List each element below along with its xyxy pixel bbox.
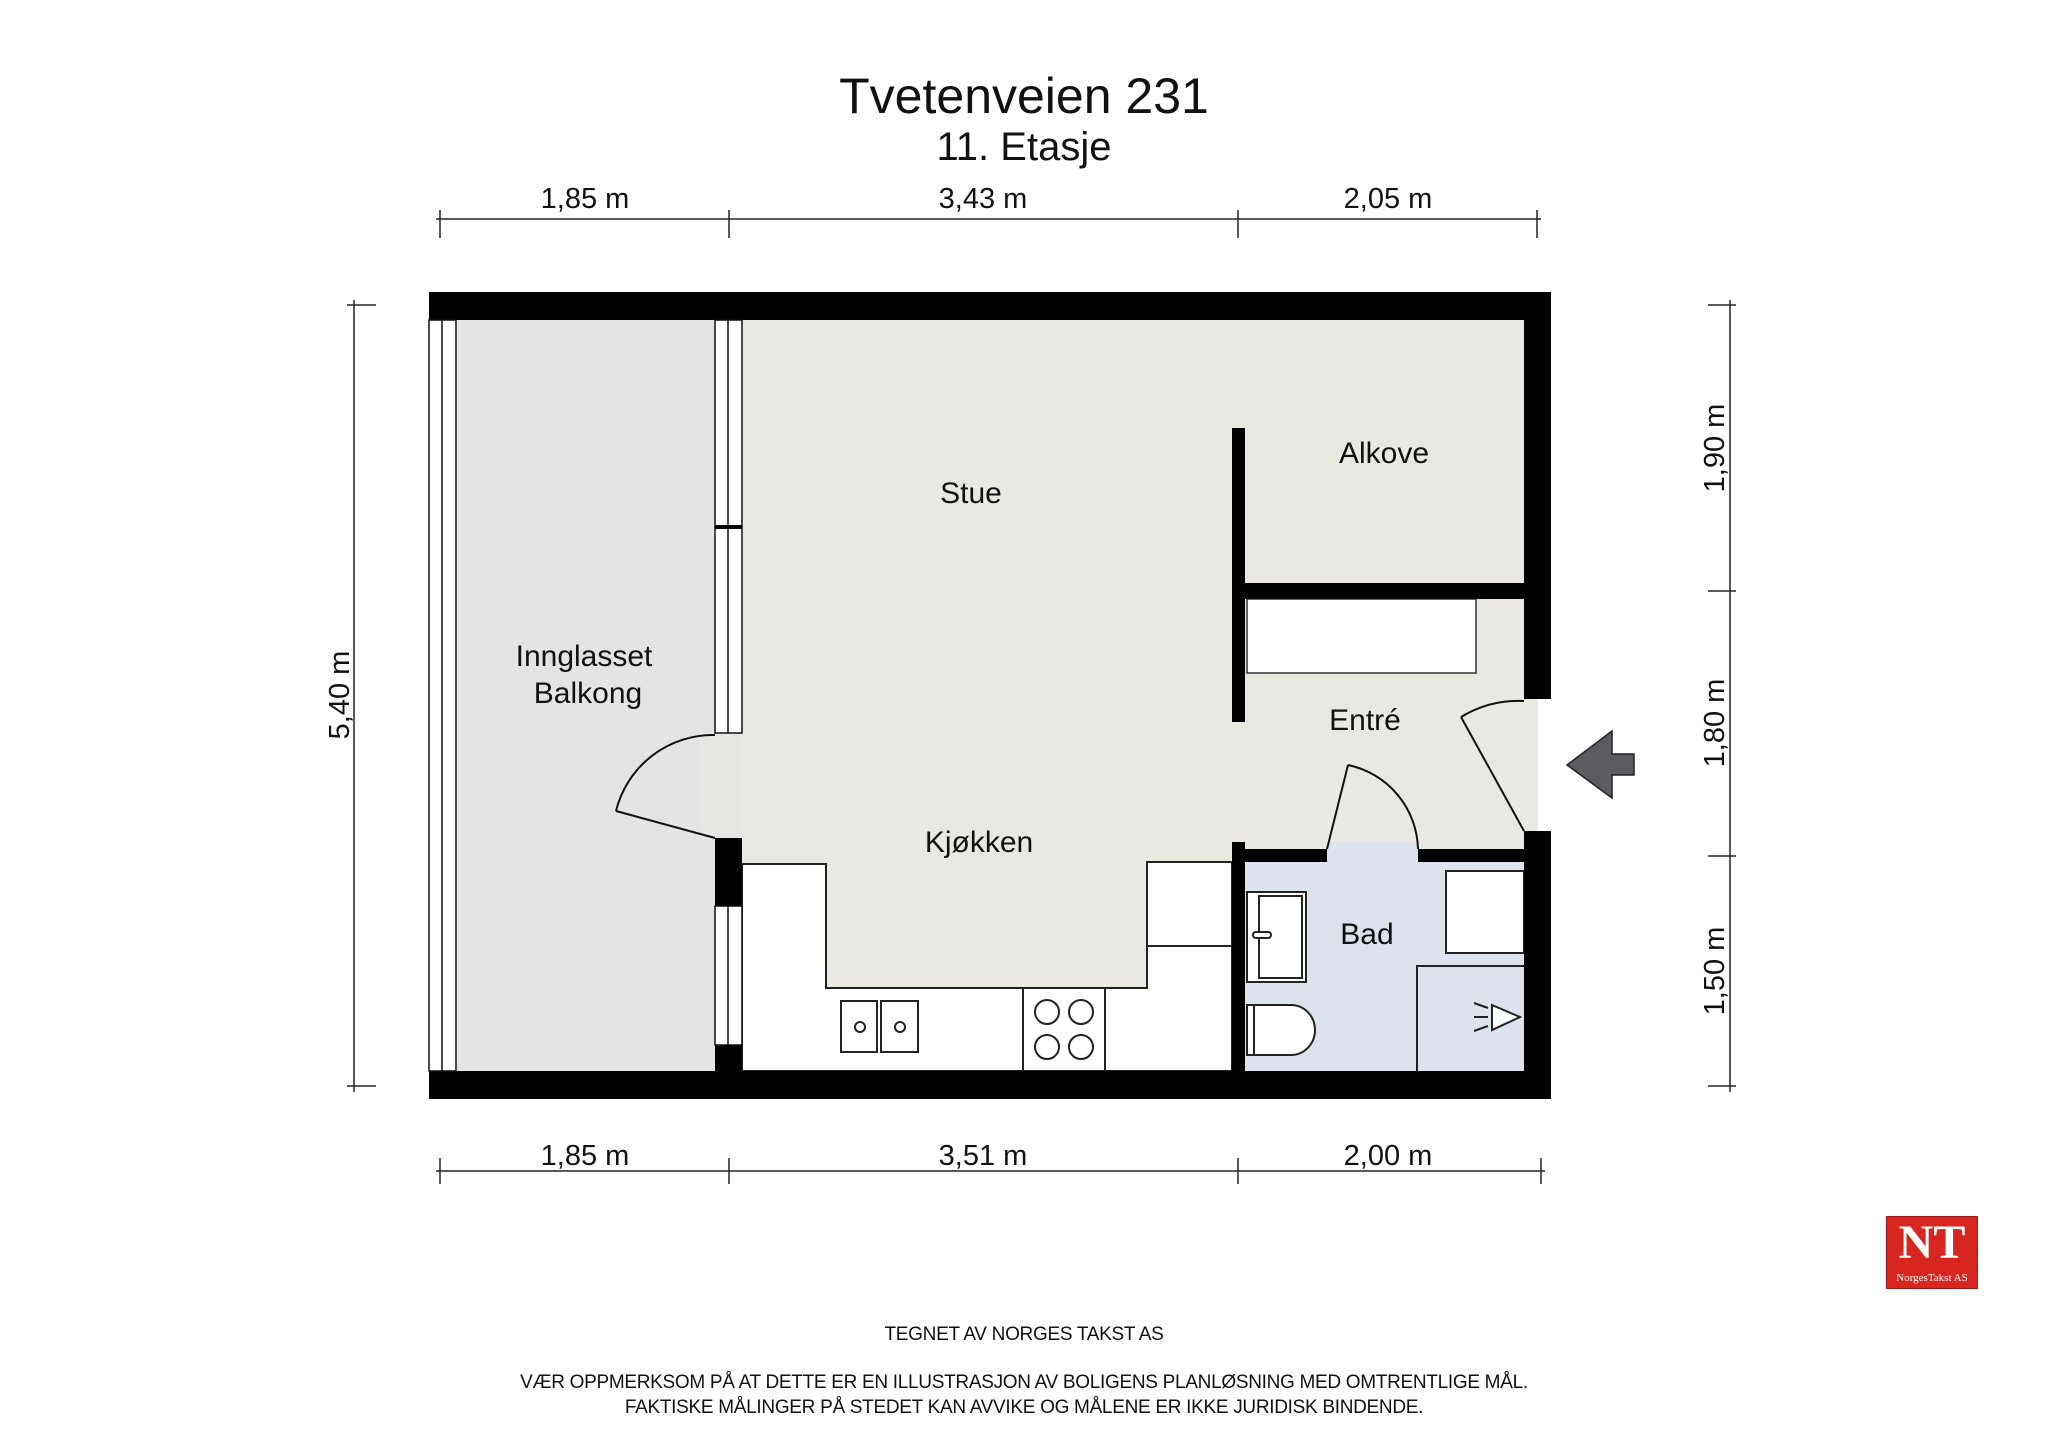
wall-bottom [429, 1071, 1551, 1099]
toilet-icon [1246, 1004, 1316, 1056]
norgestakst-logo: NT NorgesTakst AS [1886, 1216, 1978, 1289]
dim-bottom-3: 2,00 m [1344, 1140, 1433, 1172]
room-label-balcony-2: Balkong [534, 677, 642, 710]
dim-top-2: 3,43 m [939, 183, 1028, 215]
wall-bath-top-left [1245, 849, 1327, 862]
logo-name: NorgesTakst AS [1896, 1272, 1968, 1284]
room-label-entry: Entré [1329, 704, 1401, 737]
room-label-kitchen: Kjøkken [925, 826, 1033, 859]
washbasin-icon [1246, 891, 1307, 983]
room-label-alcove: Alkove [1339, 437, 1429, 470]
wall-bath-left [1232, 842, 1245, 1071]
closet [1246, 598, 1477, 674]
dimension-lines [347, 210, 1736, 1184]
wall-bath-top-right [1418, 849, 1524, 862]
wall-alcove-bottom [1245, 583, 1524, 599]
shower-divider [1416, 965, 1524, 1071]
entry-threshold [1524, 699, 1538, 831]
window-mullion [715, 525, 742, 529]
dim-bottom-1: 1,85 m [541, 1140, 630, 1172]
dim-right-2: 1,80 m [1699, 679, 1731, 768]
disclaimer-line-1: VÆR OPPMERKSOM PÅ AT DETTE ER EN ILLUSTR… [520, 1372, 1528, 1393]
balcony-floor [456, 319, 715, 1071]
entry-door [1460, 699, 1525, 832]
balcony-door [615, 733, 716, 839]
floor-label: 11. Etasje [936, 125, 1112, 169]
dimension-labels: 1,85 m 3,43 m 2,05 m 1,85 m 3,51 m 2,00 … [324, 183, 1731, 1172]
logo-initials: NT [1898, 1216, 1966, 1269]
dim-top-3: 2,05 m [1344, 183, 1433, 215]
bath-door-floor [1327, 842, 1418, 862]
pillar-balcony-lower [715, 1045, 742, 1071]
drawn-by-credit: TEGNET AV NORGES TAKST AS [884, 1324, 1164, 1345]
dim-right-1: 1,90 m [1699, 404, 1731, 493]
wall-right-upper [1524, 292, 1551, 699]
wall-top [429, 292, 1551, 320]
bath-door [1326, 764, 1419, 850]
entrance-arrow-icon [1565, 729, 1635, 800]
washing-machine [1445, 870, 1525, 954]
dim-bottom-2: 3,51 m [939, 1140, 1028, 1172]
disclaimer-line-2: FAKTISKE MÅLINGER PÅ STEDET KAN AVVIKE O… [624, 1397, 1424, 1418]
wall-alcove-partition [1232, 428, 1245, 722]
plan-title: Tvetenveien 231 [839, 68, 1209, 124]
room-label-balcony-1: Innglasset [516, 640, 653, 673]
doors [615, 699, 1525, 850]
dim-left: 5,40 m [324, 651, 356, 740]
bath-fixtures [1246, 870, 1525, 1071]
shower-head-icon [1473, 1002, 1523, 1032]
dim-right-3: 1,50 m [1699, 927, 1731, 1016]
kitchen-sink-icon [840, 1000, 919, 1053]
wall-right-lower [1524, 831, 1551, 1099]
dim-top-1: 1,85 m [541, 183, 630, 215]
stove-icon [1034, 999, 1094, 1060]
room-label-bath: Bad [1340, 918, 1393, 951]
walls [429, 292, 1551, 1099]
room-label-living: Stue [940, 477, 1002, 510]
pillar-balcony [715, 838, 742, 906]
room-labels: Innglasset Balkong Stue Alkove Entré Kjø… [516, 437, 1429, 951]
balcony-door-floor [700, 733, 742, 838]
